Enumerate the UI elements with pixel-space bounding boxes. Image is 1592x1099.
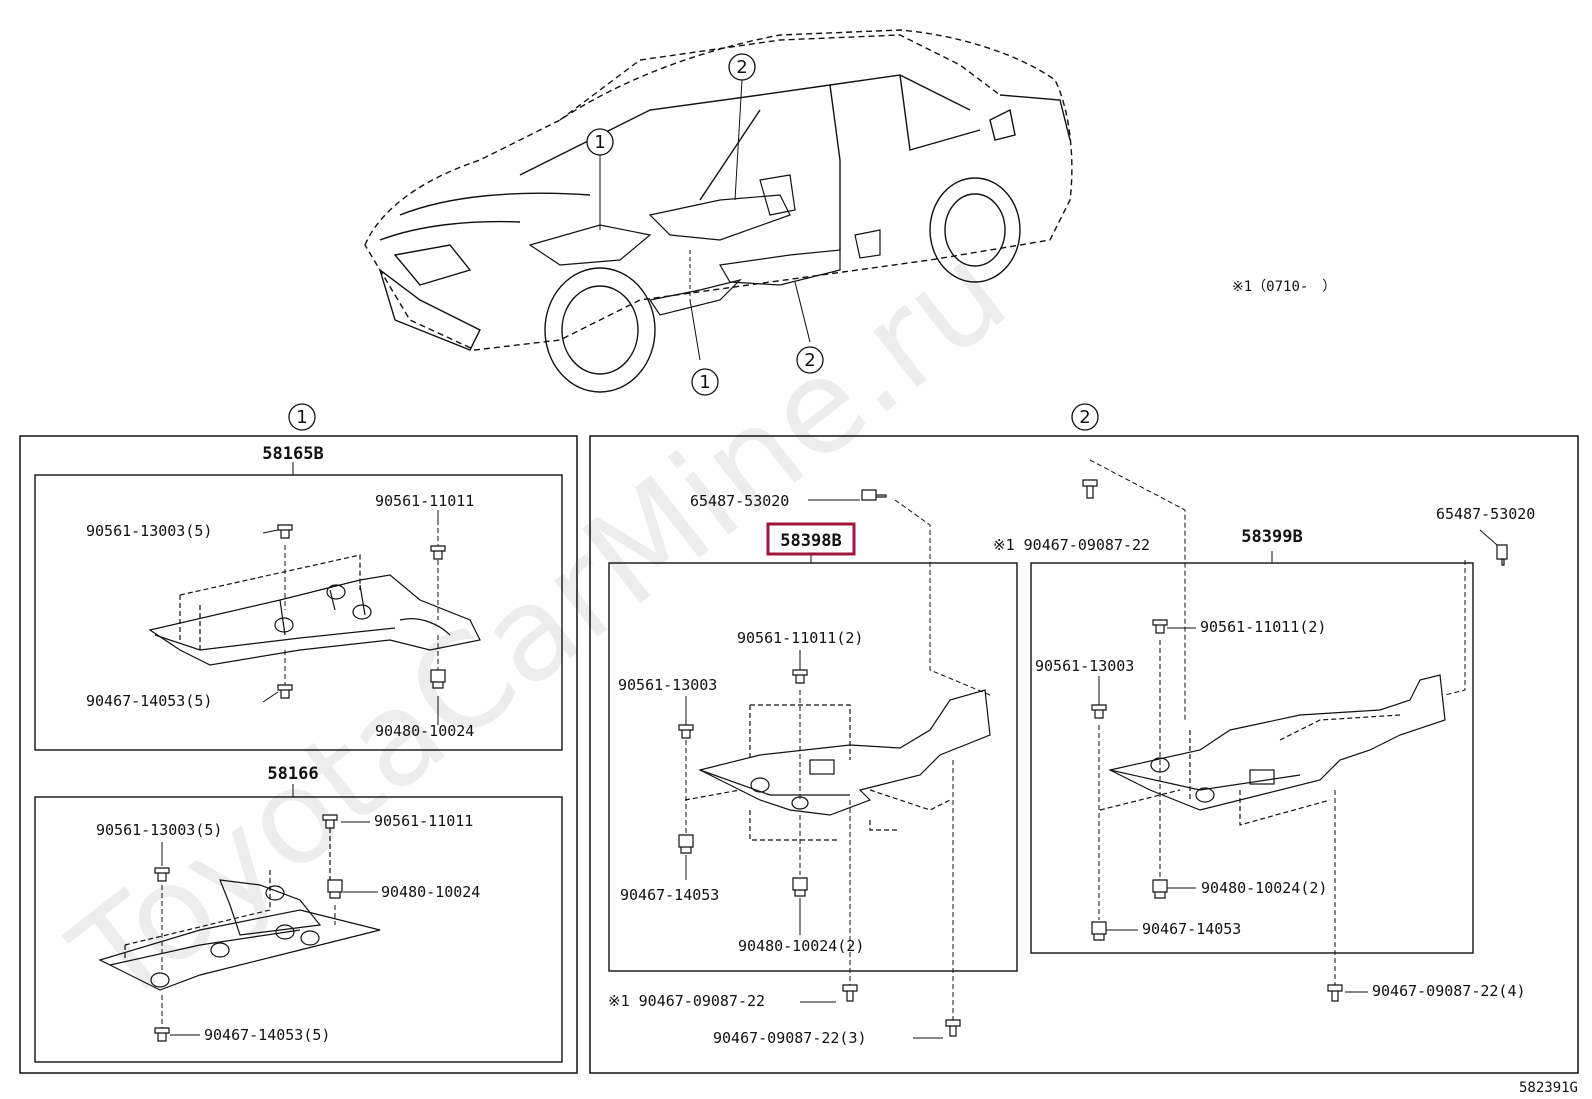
car-illustration	[364, 29, 1073, 393]
part-number-58166[interactable]: 58166	[267, 764, 318, 784]
diagram-code: 582391G	[1519, 1080, 1578, 1096]
label-bolt-3[interactable]: 90467-09087-22(3)	[713, 1029, 867, 1047]
group-58398b-box	[608, 562, 1018, 972]
undercover-58399b	[1099, 674, 1446, 826]
car-callout-2-lower: 2	[796, 346, 824, 374]
svg-text:1: 1	[699, 372, 710, 393]
label-58166-d[interactable]: 90467-14053(5)	[204, 1026, 330, 1044]
label-58398b-c[interactable]: 90467-14053	[620, 886, 719, 904]
left-panel	[19, 435, 578, 1074]
undercover-58166	[98, 820, 381, 991]
part-number-58165b[interactable]: 58165B	[262, 444, 323, 464]
label-58398b-d[interactable]: 90480-10024(2)	[738, 937, 864, 955]
label-leader-lines	[161, 499, 1498, 1036]
watermark: ToyotaCarMine.ru	[45, 215, 1034, 1035]
label-58398b-b[interactable]: 90561-13003	[618, 676, 717, 694]
label-58399b-d[interactable]: 90467-14053	[1142, 920, 1241, 938]
label-bottom-mark-bolt[interactable]: ※1 90467-09087-22	[608, 992, 765, 1010]
car-callout-1-lower: 1	[691, 368, 719, 396]
label-58165b-c[interactable]: 90467-14053(5)	[86, 692, 212, 710]
part-number-58399b[interactable]: 58399B	[1241, 527, 1302, 547]
undercover-58165b	[148, 554, 481, 666]
label-bolt-4[interactable]: 90467-09087-22(4)	[1372, 982, 1526, 1000]
fastener-leaders-58399b	[1089, 459, 1466, 985]
label-mark-bolt-top[interactable]: ※1 90467-09087-22	[993, 536, 1150, 554]
label-58165b-a[interactable]: 90561-13003(5)	[86, 522, 212, 540]
svg-text:1: 1	[594, 132, 605, 153]
label-58399b-b[interactable]: 90561-13003	[1035, 657, 1134, 675]
label-58399b-a[interactable]: 90561-11011(2)	[1200, 618, 1326, 636]
section-callout-1: 1	[288, 403, 316, 431]
fastener-icons-58165b	[277, 524, 446, 699]
undercover-58398b	[684, 689, 991, 841]
fastener-icons-58166	[154, 814, 343, 1042]
fastener-leaders-58165b	[284, 520, 439, 688]
label-clip-left[interactable]: 65487-53020	[690, 492, 789, 510]
label-58166-a[interactable]: 90561-13003(5)	[96, 821, 222, 839]
label-58165b-d[interactable]: 90480-10024	[375, 722, 474, 740]
section-callout-2: 2	[1071, 403, 1099, 431]
fastener-leaders-58398b	[685, 499, 991, 1020]
car-callout-2-upper: 2	[728, 53, 756, 81]
svg-text:2: 2	[1079, 407, 1090, 428]
top-note: ※1（0710- ）	[1232, 279, 1336, 295]
label-58166-b[interactable]: 90561-11011	[374, 812, 473, 830]
fastener-icons-58399b	[1082, 479, 1508, 1002]
label-58399b-c[interactable]: 90480-10024(2)	[1201, 879, 1327, 897]
svg-text:2: 2	[736, 57, 747, 78]
car-callout-1-upper: 1	[586, 128, 614, 156]
svg-text:2: 2	[804, 350, 815, 371]
highlight-box-58398b	[766, 522, 856, 556]
group-58399b-box	[1030, 562, 1474, 954]
label-58166-c[interactable]: 90480-10024	[381, 883, 480, 901]
fastener-icons-58398b	[678, 489, 961, 1037]
label-58398b-a[interactable]: 90561-11011(2)	[737, 629, 863, 647]
label-clip-right[interactable]: 65487-53020	[1436, 505, 1535, 523]
group-58166-box	[34, 796, 563, 1063]
label-58165b-b[interactable]: 90561-11011	[375, 492, 474, 510]
part-number-58398b[interactable]: 58398B	[780, 531, 841, 551]
fastener-leaders-58166	[161, 885, 336, 1028]
right-panel	[589, 435, 1579, 1074]
group-58165b-box	[34, 474, 563, 751]
svg-text:1: 1	[296, 407, 307, 428]
